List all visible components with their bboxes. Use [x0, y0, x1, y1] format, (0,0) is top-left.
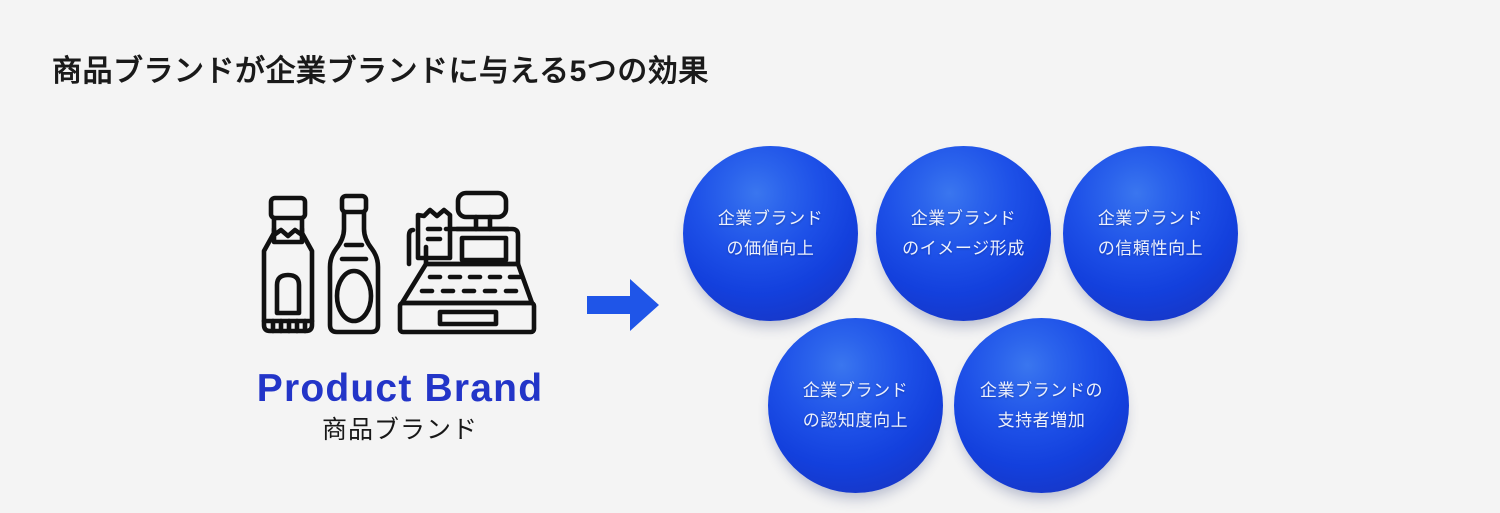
product-brand-label-ja: 商品ブランド — [321, 415, 478, 444]
arrow-right-icon — [587, 279, 659, 331]
effect-circle-label: 企業ブランドの 支持者増加 — [979, 380, 1104, 430]
product-bottles-cash-register-icon — [261, 190, 537, 335]
effect-circle-awareness-up[interactable]: 企業ブランド の認知度向上 — [768, 318, 943, 493]
effect-circle-label: 企業ブランド の認知度向上 — [802, 380, 909, 430]
effect-circle-label: 企業ブランド のイメージ形成 — [902, 208, 1025, 258]
effect-circle-label: 企業ブランド の価値向上 — [717, 208, 824, 258]
effect-circle-image-forming[interactable]: 企業ブランド のイメージ形成 — [876, 146, 1051, 321]
effect-circle-label: 企業ブランド の信頼性向上 — [1097, 208, 1204, 258]
effect-circle-trust-up[interactable]: 企業ブランド の信頼性向上 — [1063, 146, 1238, 321]
product-brand-block: Product Brand 商品ブランド — [200, 185, 600, 445]
page-title: 商品ブランドが企業ブランドに与える5つの効果 — [52, 55, 709, 88]
product-brand-label-en: Product Brand — [256, 367, 544, 410]
effect-circle-supporters-up[interactable]: 企業ブランドの 支持者増加 — [954, 318, 1129, 493]
arrow-right-container — [585, 276, 661, 334]
effect-circle-value-up[interactable]: 企業ブランド の価値向上 — [683, 146, 858, 321]
